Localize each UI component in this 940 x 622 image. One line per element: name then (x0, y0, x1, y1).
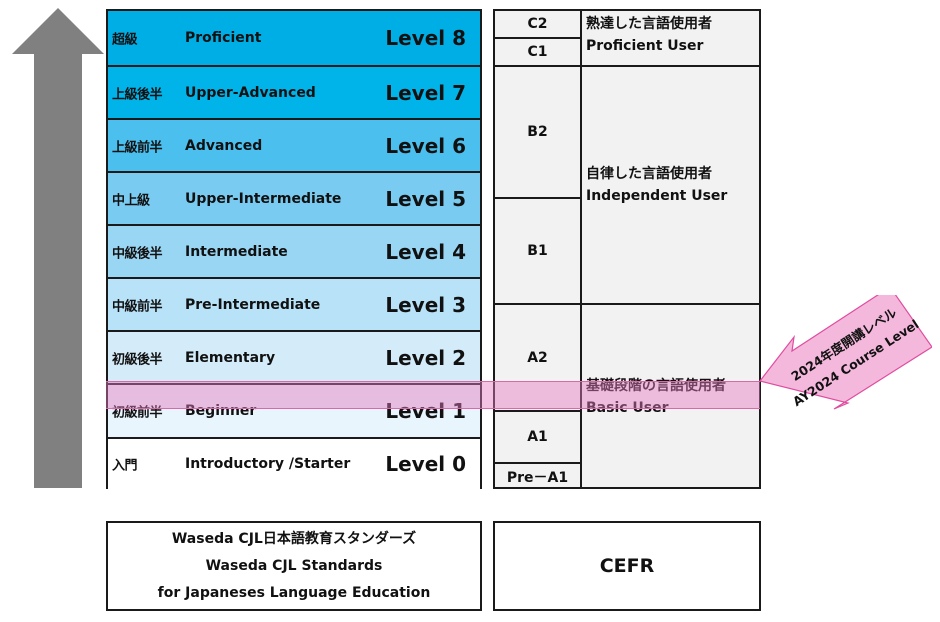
callout-arrow-icon (758, 295, 932, 410)
cjl-level-row: 超級 Proficient Level 8 (108, 11, 480, 65)
up-arrow-icon (12, 8, 104, 488)
level-en-name: Advanced (185, 137, 263, 154)
cjl-level-row: 上級前半 Advanced Level 6 (108, 118, 480, 171)
level-jp-name: 上級後半 (112, 87, 163, 102)
level-number: Level 5 (385, 186, 466, 211)
cefr-group-jp: 自律した言語使用者 (586, 166, 712, 182)
cefr-group-en: Independent User (586, 188, 728, 204)
cjl-level-row: 初級前半 Beginner Level 1 (108, 383, 480, 437)
level-jp-name: 初級前半 (112, 405, 163, 421)
level-number: Level 8 (385, 26, 466, 50)
cefr-level-cell: A1 (495, 410, 582, 462)
level-number: Level 2 (385, 345, 466, 370)
level-en-name: Proficient (185, 30, 262, 46)
cefr-label: CEFR (493, 521, 761, 611)
level-jp-name: 中級後半 (112, 246, 163, 261)
cefr-level-cell: B2 (495, 65, 582, 197)
cefr-group-cell: 熟達した言語使用者 Proficient User (582, 11, 759, 65)
level-number: Level 1 (385, 399, 466, 423)
cefr-title: CEFR (599, 555, 655, 577)
cefr-level-cell: B1 (495, 197, 582, 303)
level-number: Level 7 (385, 80, 466, 105)
level-en-name: Beginner (185, 403, 257, 419)
level-jp-name: 中上級 (112, 193, 150, 208)
level-number: Level 6 (385, 133, 466, 158)
cjl-title-en: Waseda CJL Standards (205, 557, 383, 574)
level-en-name: Pre-Intermediate (185, 296, 321, 313)
cefr-group-jp: 熟達した言語使用者 (586, 16, 712, 32)
course-level-highlight (106, 381, 760, 409)
cefr-group-jp: 基礎段階の言語使用者 (586, 378, 726, 394)
cjl-level-row: 中級前半 Pre-Intermediate Level 3 (108, 277, 480, 330)
cjl-level-row: 中上級 Upper-Intermediate Level 5 (108, 171, 480, 224)
cjl-level-row: 上級後半 Upper-Advanced Level 7 (108, 65, 480, 118)
level-en-name: Intermediate (185, 243, 288, 260)
level-jp-name: 入門 (112, 458, 138, 474)
cjl-title-jp: Waseda CJL日本語教育スタンダーズ (171, 530, 417, 547)
level-jp-name: 中級前半 (112, 299, 163, 314)
cefr-group-en: Proficient User (586, 38, 704, 54)
level-en-name: Upper-Advanced (185, 84, 316, 101)
cjl-standards-label: Waseda CJL日本語教育スタンダーズ Waseda CJL Standar… (106, 521, 482, 611)
level-jp-name: 超級 (112, 32, 138, 48)
level-jp-name: 上級前半 (112, 140, 163, 155)
cefr-level-cell: A2 (495, 303, 582, 410)
cjl-level-row: 入門 Introductory /Starter Level 0 (108, 437, 480, 489)
level-en-name: Elementary (185, 349, 276, 366)
cjl-level-row: 中級後半 Intermediate Level 4 (108, 224, 480, 277)
cjl-title-en-2: for Japaneses Language Education (157, 584, 431, 601)
cefr-level-cell: Pre－A1 (495, 462, 582, 489)
level-number: Level 4 (385, 239, 466, 264)
level-en-name: Upper-Intermediate (185, 190, 342, 207)
level-number: Level 3 (385, 292, 466, 317)
cefr-group-cell: 自律した言語使用者 Independent User (582, 65, 759, 303)
level-jp-name: 初級後半 (112, 352, 163, 367)
cjl-level-row: 初級後半 Elementary Level 2 (108, 330, 480, 383)
cefr-level-cell: C1 (495, 37, 582, 65)
cefr-level-cell: C2 (495, 11, 582, 37)
level-en-name: Introductory /Starter (185, 456, 351, 472)
level-number: Level 0 (385, 452, 466, 476)
